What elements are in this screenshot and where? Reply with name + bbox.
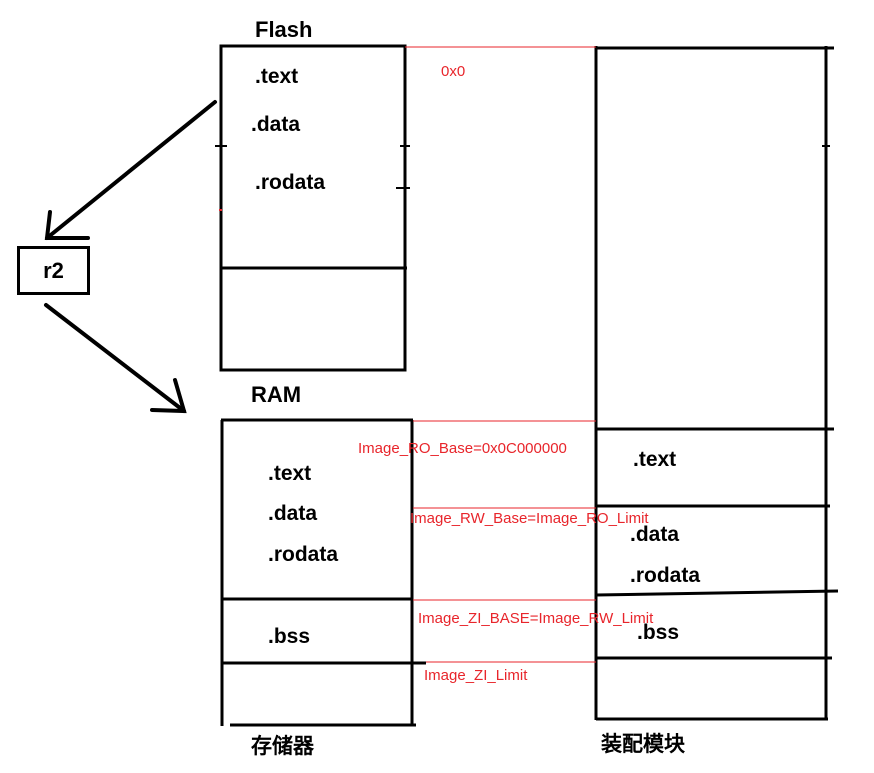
flash-block bbox=[215, 44, 410, 372]
flash-section-data: .data bbox=[251, 113, 301, 136]
flash-section-text: .text bbox=[255, 65, 299, 88]
r2-register: r2 bbox=[17, 246, 90, 295]
asm-section-text: .text bbox=[633, 448, 677, 471]
asm-section-bss: .bss bbox=[637, 621, 680, 644]
r2-label: r2 bbox=[43, 257, 64, 283]
annotation-zi-limit: Image_ZI_Limit bbox=[424, 667, 528, 684]
ram-block bbox=[220, 418, 426, 727]
arrow-flash-to-r2 bbox=[45, 100, 217, 240]
arrowhead-r2 bbox=[44, 210, 90, 240]
ram-section-text: .text bbox=[268, 462, 312, 485]
asm-section-rodata: .rodata bbox=[630, 564, 701, 587]
ram-caption: 存储器 bbox=[251, 735, 314, 758]
ram-section-data: .data bbox=[268, 502, 318, 525]
ram-section-rodata: .rodata bbox=[268, 543, 339, 566]
flash-section-rodata: .rodata bbox=[255, 171, 326, 194]
flash-title: Flash bbox=[255, 17, 313, 42]
asm-caption: 装配模块 bbox=[601, 733, 685, 756]
annotation-zi-base: Image_ZI_BASE=Image_RW_Limit bbox=[418, 610, 654, 627]
address-lines bbox=[405, 46, 596, 663]
arrowhead-ram bbox=[150, 378, 187, 414]
arrows bbox=[44, 100, 217, 414]
assembly-block bbox=[594, 46, 839, 721]
arrow-r2-to-ram bbox=[44, 303, 186, 413]
asm-divider-bss bbox=[595, 589, 839, 597]
flash-outline bbox=[219, 44, 407, 372]
ram-title: RAM bbox=[251, 382, 302, 407]
annotation-rw-base: Image_RW_Base=Image_RO_Limit bbox=[410, 510, 649, 527]
asm-section-data: .data bbox=[630, 523, 680, 546]
annotation-addr0: 0x0 bbox=[441, 63, 466, 80]
annotation-ro-base: Image_RO_Base=0x0C000000 bbox=[358, 440, 567, 457]
ram-section-bss: .bss bbox=[268, 625, 311, 648]
